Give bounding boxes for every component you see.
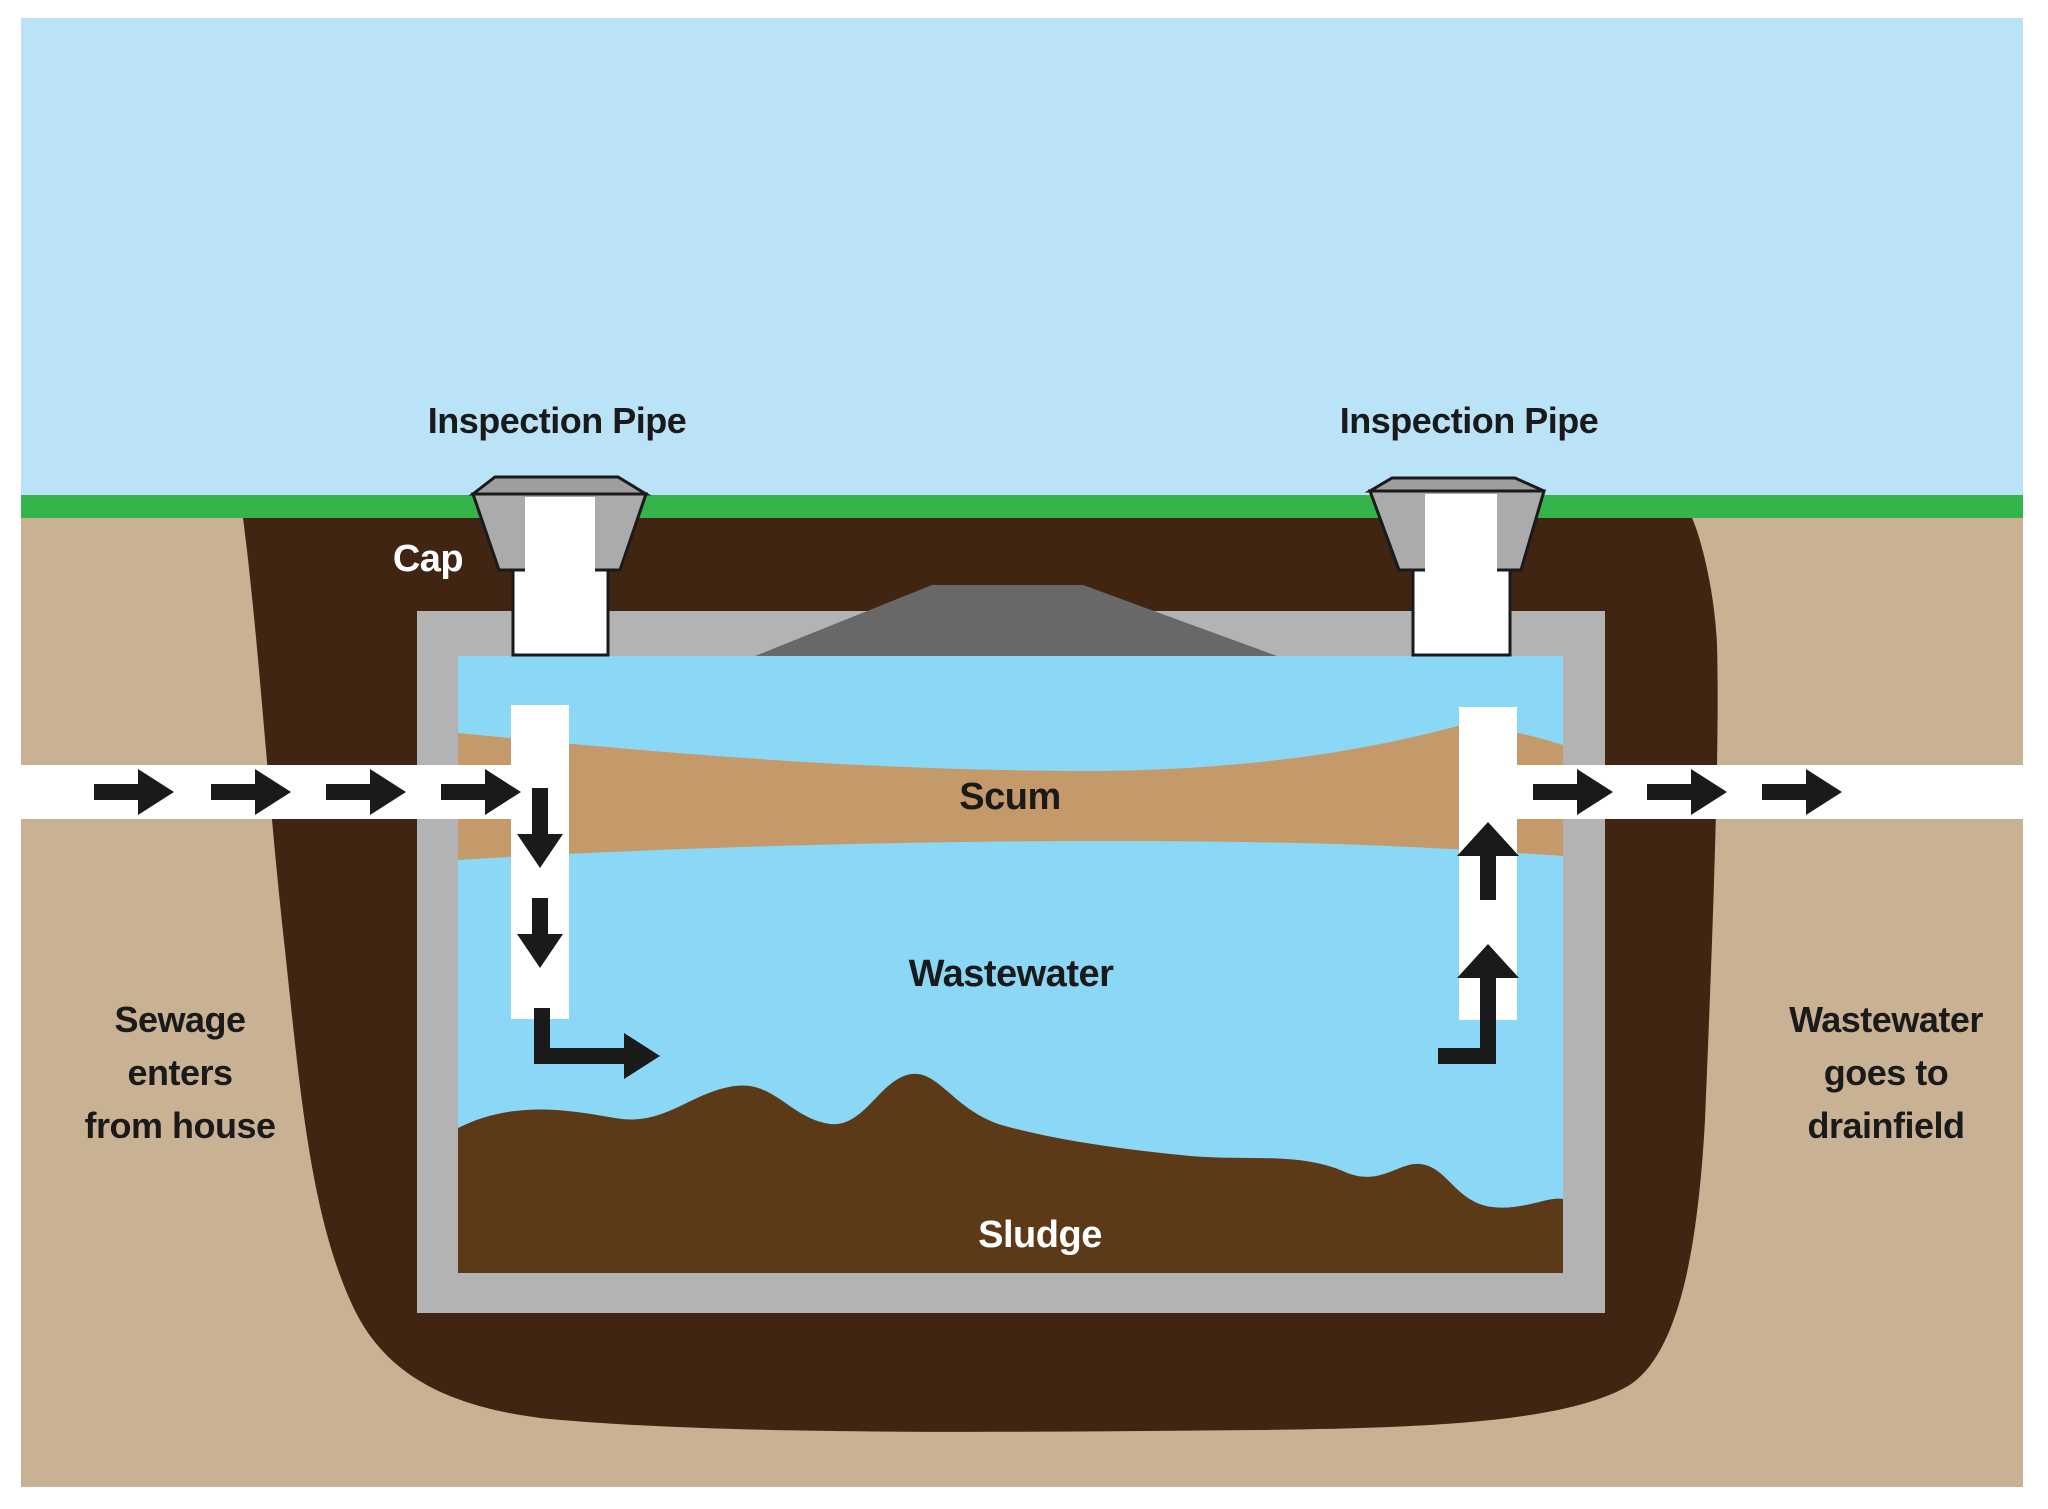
grass-strip [0,495,2048,518]
flow-arrow-elbow-right-icon [534,1008,660,1079]
tank-access-hatch [755,585,1277,656]
flow-arrow-elbow-up-icon [1438,944,1519,1064]
inlet-tee-arrows [517,788,660,1079]
cap-right-top [1364,476,1545,493]
outlet-caption-line1: Wastewater [1789,999,1983,1040]
flow-arrow-down-icon [517,788,563,868]
flow-arrow-right-icon [326,769,406,815]
sky [0,0,2048,495]
inspection-pipe-right-label: Inspection Pipe [1340,400,1599,441]
flow-arrow-up-icon [1457,822,1519,900]
flow-arrow-right-icon [1533,769,1613,815]
inlet-caption-line1: Sewage [114,999,245,1040]
inlet-flow-arrows [94,769,521,815]
cap-left-pipe-overlap [525,497,595,653]
cap-right-pipe-overlap [1425,494,1497,650]
outlet-caption-line3: drainfield [1807,1105,1964,1146]
inspection-pipe-left-label: Inspection Pipe [428,400,687,441]
sludge-label: Sludge [978,1214,1102,1256]
outlet-caption: Wastewater goes to drainfield [1789,999,1984,1146]
outlet-caption-line2: goes to [1824,1052,1949,1093]
inlet-caption: Sewage enters from house [84,999,276,1146]
inlet-caption-line3: from house [84,1105,275,1146]
outlet-tee-arrows [1438,822,1519,1064]
cap-left-top [468,475,652,496]
sludge-layer [458,1073,1563,1273]
flow-arrow-right-icon [1647,769,1727,815]
flow-arrow-right-icon [441,769,521,815]
wastewater-label: Wastewater [909,953,1114,995]
flow-arrow-right-icon [1762,769,1842,815]
outlet-flow-arrows [1533,769,1842,815]
flow-arrow-down-icon [517,898,563,968]
scum-layer [458,726,1563,860]
inlet-caption-line2: enters [127,1052,232,1093]
scum-label: Scum [959,776,1060,818]
flow-arrow-right-icon [94,769,174,815]
cap-label: Cap [393,538,463,580]
flow-arrow-right-icon [211,769,291,815]
